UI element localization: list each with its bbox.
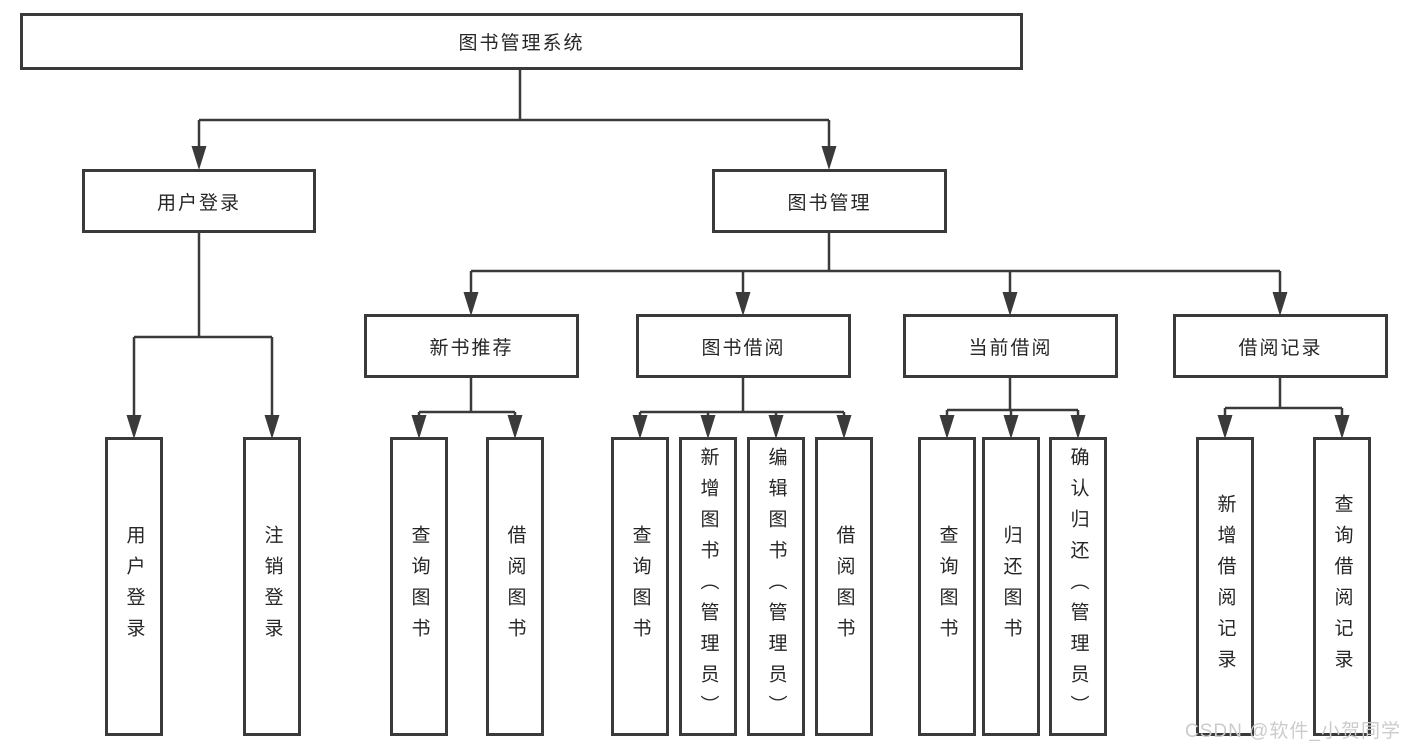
node-new-book-recommendation: 新书推荐 [364, 314, 579, 378]
leaf-return-books: 归还图书 [982, 437, 1040, 736]
leaf-confirm-return-admin: 确认归还（管理员） [1049, 437, 1107, 736]
node-user-login: 用户登录 [82, 169, 316, 233]
arrowheads [126, 146, 1350, 439]
node-current-borrowing: 当前借阅 [903, 314, 1118, 378]
node-borrowing-records: 借阅记录 [1173, 314, 1388, 378]
leaf-borrow-books: 借阅图书 [815, 437, 873, 736]
leaf-query-books-borrowing: 查询图书 [611, 437, 669, 736]
node-book-management: 图书管理 [712, 169, 947, 233]
leaf-query-books-recommend: 查询图书 [390, 437, 448, 736]
leaf-user-login: 用户登录 [105, 437, 163, 736]
leaf-edit-books-admin: 编辑图书（管理员） [747, 437, 805, 736]
leaf-borrow-books-recommend: 借阅图书 [486, 437, 544, 736]
leaf-add-books-admin: 新增图书（管理员） [679, 437, 737, 736]
node-library-management-system: 图书管理系统 [20, 13, 1023, 70]
leaf-add-borrow-record: 新增借阅记录 [1196, 437, 1254, 736]
leaf-query-books-current: 查询图书 [918, 437, 976, 736]
csdn-watermark: CSDN @软件_小贺同学 [1185, 721, 1401, 742]
node-book-borrowing: 图书借阅 [636, 314, 851, 378]
leaf-logout: 注销登录 [243, 437, 301, 736]
leaf-query-borrow-record: 查询借阅记录 [1313, 437, 1371, 736]
